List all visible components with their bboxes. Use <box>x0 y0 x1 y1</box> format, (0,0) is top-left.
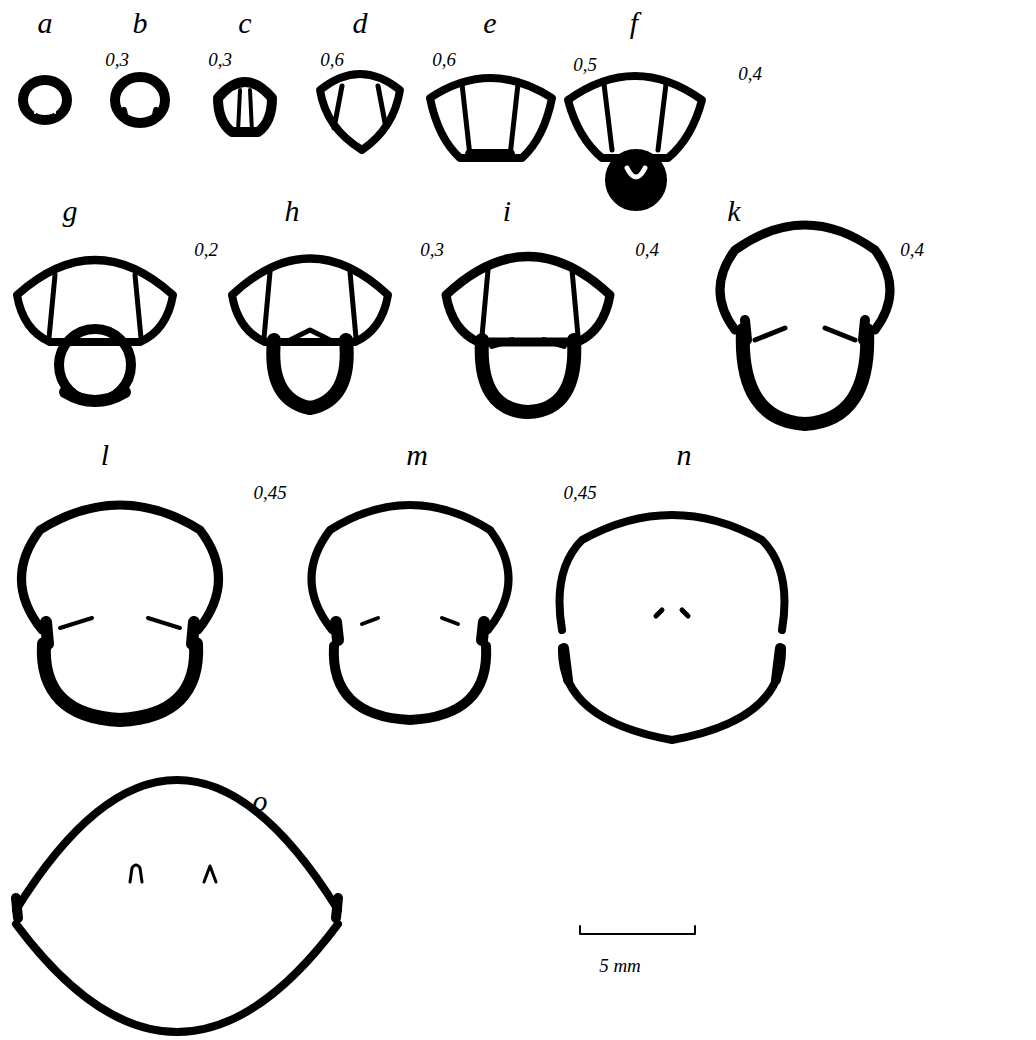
section-letter: n <box>677 440 692 470</box>
section-letter: d <box>353 8 368 38</box>
thickness-value: 0,3 <box>105 50 129 69</box>
thickness-value: 0,4 <box>635 240 659 259</box>
section-letter: k <box>727 196 740 226</box>
thickness-value: 0,3 <box>420 240 444 259</box>
section-letter: g <box>63 196 78 226</box>
thickness-value: 0,6 <box>320 50 344 69</box>
section-letter: i <box>503 196 511 226</box>
section-letter: a <box>38 8 53 38</box>
section-letter: e <box>483 8 496 38</box>
thickness-value: 0,45 <box>253 483 286 502</box>
section-letter: l <box>101 440 109 470</box>
section-letter: f <box>630 8 638 38</box>
thickness-value: 0,6 <box>432 50 456 69</box>
section-letter: m <box>406 440 428 470</box>
section-letter: b <box>133 8 148 38</box>
thickness-value: 0,45 <box>563 483 596 502</box>
thickness-value: 5 mm <box>599 956 641 975</box>
section-letter: o <box>253 786 268 816</box>
thickness-value: 0,3 <box>208 50 232 69</box>
section-letter: c <box>238 8 251 38</box>
section-letter: h <box>285 196 300 226</box>
thickness-value: 0,2 <box>194 240 218 259</box>
thickness-value: 0,5 <box>573 55 597 74</box>
thickness-value: 0,4 <box>900 240 924 259</box>
thickness-value: 0,4 <box>738 64 762 83</box>
